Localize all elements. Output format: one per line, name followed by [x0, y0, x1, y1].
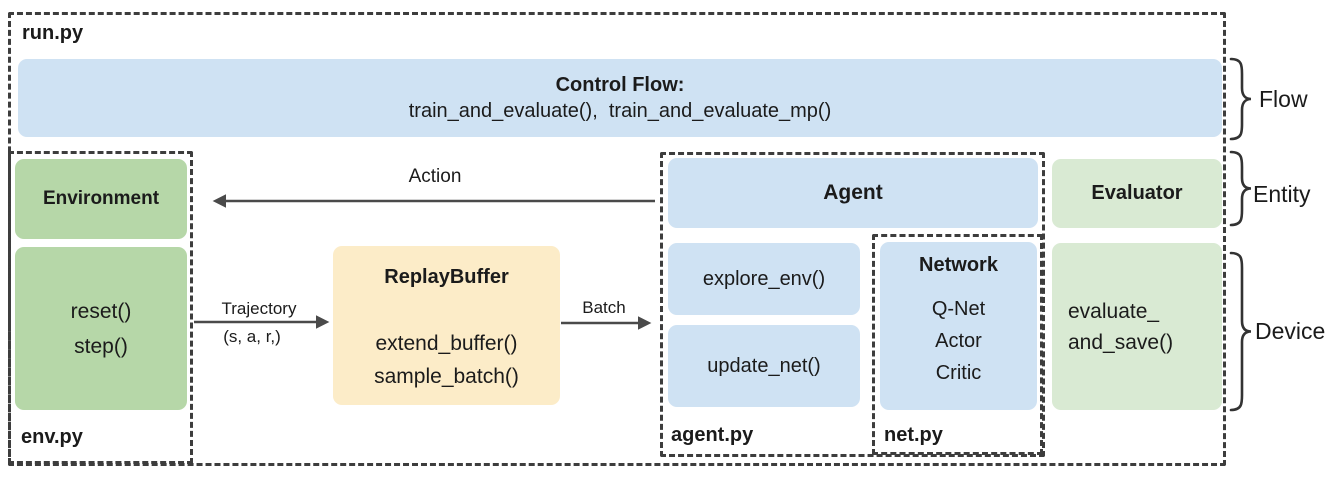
agent-explore-box: explore_env() [668, 243, 860, 315]
environment-method-reset: reset() [70, 299, 132, 323]
network-title: Network [919, 254, 998, 276]
control-flow-box: Control Flow: train_and_evaluate(), trai… [18, 59, 1222, 137]
agent-file-label: agent.py [671, 424, 754, 446]
environment-methods-box: reset() step() [15, 247, 187, 410]
replay-buffer-title: ReplayBuffer [384, 266, 509, 288]
evaluator-method-line1: evaluate_ [1068, 299, 1160, 323]
net-module-box [872, 234, 1043, 455]
agent-method-explore: explore_env() [702, 267, 826, 290]
replay-buffer-method-extend: extend_buffer() [375, 332, 518, 355]
evaluator-entity-box: Evaluator [1052, 159, 1222, 228]
entity-brace-label: Entity [1253, 181, 1311, 207]
trajectory-arrow-label: Trajectory [221, 299, 297, 318]
agent-entity-label: Agent [823, 181, 883, 204]
evaluator-methods-box: evaluate_ and_save() [1052, 243, 1222, 410]
environment-entity-box: Environment [15, 159, 187, 239]
net-file-label: net.py [884, 424, 943, 446]
replay-buffer-method-sample: sample_batch() [374, 365, 519, 388]
flow-brace-icon [1229, 57, 1252, 141]
replay-buffer-methods: extend_buffer() sample_batch() [374, 327, 519, 393]
agent-module-box [660, 152, 1045, 457]
env-file-label: env.py [21, 426, 83, 448]
agent-entity-box: Agent [668, 158, 1038, 228]
network-box: Network Q-Net Actor Critic [880, 242, 1037, 410]
device-brace-icon [1229, 251, 1252, 412]
replay-buffer-box: ReplayBuffer extend_buffer() sample_batc… [333, 246, 560, 405]
device-brace-label: Device [1255, 318, 1326, 344]
environment-method-step: step() [74, 334, 128, 358]
control-flow-functions: train_and_evaluate(), train_and_evaluate… [408, 99, 832, 122]
agent-update-box: update_net() [668, 325, 860, 407]
evaluator-entity-label: Evaluator [1091, 182, 1183, 204]
trajectory-arrow-sublabel: (s, a, r,) [223, 327, 281, 346]
network-actor: Actor [935, 330, 982, 352]
flow-brace-label: Flow [1259, 86, 1308, 112]
network-critic: Critic [935, 362, 982, 384]
batch-arrow-label: Batch [582, 298, 626, 317]
entity-brace-icon [1229, 150, 1252, 227]
run-file-label: run.py [22, 22, 84, 44]
environment-entity-label: Environment [42, 188, 160, 209]
action-arrow-label: Action [408, 166, 462, 187]
network-qnet: Q-Net [931, 298, 986, 320]
env-module-box [8, 151, 193, 464]
network-list: Q-Net Actor Critic [932, 293, 985, 389]
control-flow-title: Control Flow: [555, 73, 685, 96]
agent-method-update: update_net() [707, 354, 821, 377]
evaluator-method-line2: and_save() [1068, 330, 1174, 354]
